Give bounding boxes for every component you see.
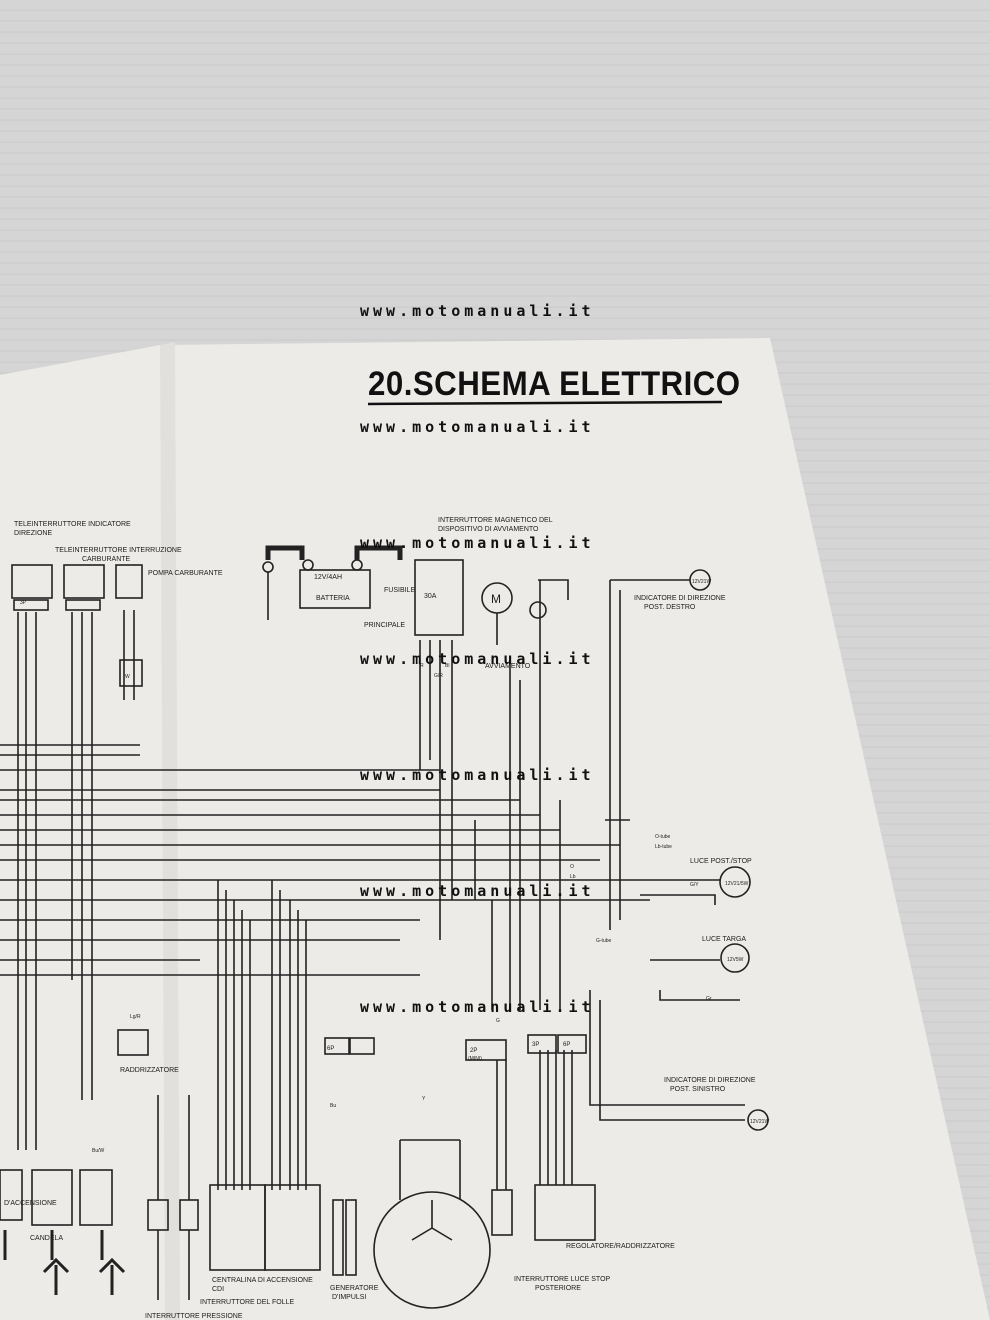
alternatore-stator xyxy=(373,1191,491,1309)
label-ind-dir-sinistro-2: POST. SINISTRO xyxy=(670,1086,726,1093)
relay-indicatore-box xyxy=(11,564,53,599)
label-teleint-interruzione: TELEINTERRUTTORE INTERRUZIONE xyxy=(55,547,182,554)
label-wire-gr2: Gr xyxy=(706,996,712,1002)
label-wire-g: G xyxy=(496,1018,500,1024)
label-generatore-1: GENERATORE xyxy=(330,1285,379,1292)
watermark-2: www.motomanuali.it xyxy=(360,418,595,436)
label-fusibile: FUSIBILE xyxy=(384,587,415,594)
watermark-7: www.motomanuali.it xyxy=(360,998,595,1016)
label-motor-symbol: M xyxy=(491,592,501,606)
label-conn-3p: 3P xyxy=(532,1042,539,1048)
label-mini: (MINI) xyxy=(468,1056,482,1062)
label-batteria: BATTERIA xyxy=(316,595,350,602)
paper-sheet xyxy=(0,338,990,1320)
batteria-box xyxy=(299,569,371,609)
label-luce-targa-rating: 12V5W xyxy=(727,957,744,963)
label-luce-stop-2: POSTERIORE xyxy=(535,1285,581,1292)
label-principale: PRINCIPALE xyxy=(364,622,405,629)
label-wire-y: Y xyxy=(422,1096,426,1102)
label-wire-gy: G/Y xyxy=(690,882,699,888)
raddrizzatore-box xyxy=(117,1029,149,1056)
label-wire-lgr: Lg/R xyxy=(130,1014,141,1020)
label-ind-dir-destro-2: POST. DESTRO xyxy=(644,604,696,611)
label-conn-6p-b: 6P xyxy=(327,1046,334,1052)
label-raddrizzatore: RADDRIZZATORE xyxy=(120,1067,179,1074)
label-wire-r: R xyxy=(420,663,424,669)
watermark-3: www.motomanuali.it xyxy=(360,534,595,552)
label-interruttore-folle: INTERRUTTORE DEL FOLLE xyxy=(200,1299,294,1306)
label-bulb-rating-dx: 12V21W xyxy=(692,579,711,585)
watermark-1: www.motomanuali.it xyxy=(360,302,595,320)
label-wire-gr: G/R xyxy=(434,673,443,679)
label-d-accensione: D'ACCENSIONE xyxy=(4,1200,57,1207)
label-conn-2p: 2P xyxy=(470,1048,477,1054)
watermark-5: www.motomanuali.it xyxy=(360,766,595,784)
bulb-indicatore-destro xyxy=(689,569,711,591)
document-title: 20.SCHEMA ELETTRICO xyxy=(368,365,741,403)
label-ind-dir-destro-1: INDICATORE DI DIREZIONE xyxy=(634,595,726,602)
label-wire-buw: Bu/W xyxy=(92,1148,105,1154)
watermark-6: www.motomanuali.it xyxy=(360,882,595,900)
label-interruttore-magnetico: INTERRUTTORE MAGNETICO DEL xyxy=(438,517,553,524)
label-conn-6p-a: 6P xyxy=(563,1042,570,1048)
label-lb-tube: Lb-tube xyxy=(655,844,672,850)
label-candela: CANDELA xyxy=(30,1235,63,1242)
label-generatore-2: D'IMPULSI xyxy=(332,1294,366,1301)
label-luce-post-stop: LUCE POST./STOP xyxy=(690,858,752,865)
label-ind-dir-sinistro-1: INDICATORE DI DIREZIONE xyxy=(664,1077,756,1084)
label-luce-stop-1: INTERRUTTORE LUCE STOP xyxy=(514,1276,611,1283)
label-bulb-rating-sx: 12V21W xyxy=(750,1119,769,1125)
label-wire-bi: Bl xyxy=(445,663,449,669)
bobina-accensione xyxy=(31,1169,73,1226)
label-teleint-indicatore: TELEINTERRUTTORE INDICATORE xyxy=(14,521,131,528)
label-batteria-rating: 12V/4AH xyxy=(314,574,342,581)
paper-fold xyxy=(160,342,180,1320)
label-o-tube: O-tube xyxy=(655,834,671,840)
label-pompa-carburante: POMPA CARBURANTE xyxy=(148,570,223,577)
label-luce-post-stop-rating: 12V21/5W xyxy=(725,881,749,887)
interruttore-magnetico-box xyxy=(414,559,464,636)
label-carburante: CARBURANTE xyxy=(82,556,131,563)
label-g-tube: G-tube xyxy=(596,938,612,944)
label-centralina-1: CENTRALINA DI ACCENSIONE xyxy=(212,1277,313,1284)
watermark-4: www.motomanuali.it xyxy=(360,650,595,668)
label-fusibile-rating: 30A xyxy=(424,593,437,600)
pompa-box xyxy=(115,564,143,599)
regolatore-box xyxy=(534,1184,596,1241)
interruttore-luce-stop-box xyxy=(491,1189,513,1236)
title-underline xyxy=(367,400,723,406)
bulb-luce-stop xyxy=(719,866,751,898)
bulb-indicatore-sinistro xyxy=(747,1109,769,1131)
label-interruttore-pressione: INTERRUTTORE PRESSIONE xyxy=(145,1313,243,1320)
label-regolatore: REGOLATORE/RADDRIZZATORE xyxy=(566,1243,675,1250)
label-direzione: DIREZIONE xyxy=(14,530,52,537)
label-conn-3p-left: 3P xyxy=(20,600,27,606)
label-w-code: W xyxy=(125,674,130,680)
label-wire-bu: Bu xyxy=(330,1103,336,1109)
label-luce-targa: LUCE TARGA xyxy=(702,936,746,943)
bulb-luce-targa xyxy=(720,943,750,973)
label-dispositivo-avviamento: DISPOSITIVO DI AVVIAMENTO xyxy=(438,526,539,533)
label-wire-o: O xyxy=(570,864,574,870)
label-centralina-2: CDI xyxy=(212,1286,224,1293)
relay-carburante-box xyxy=(63,564,105,599)
label-avviamento: AVVIAMENTO xyxy=(485,663,531,670)
label-wire-lb: Lb xyxy=(570,874,576,880)
